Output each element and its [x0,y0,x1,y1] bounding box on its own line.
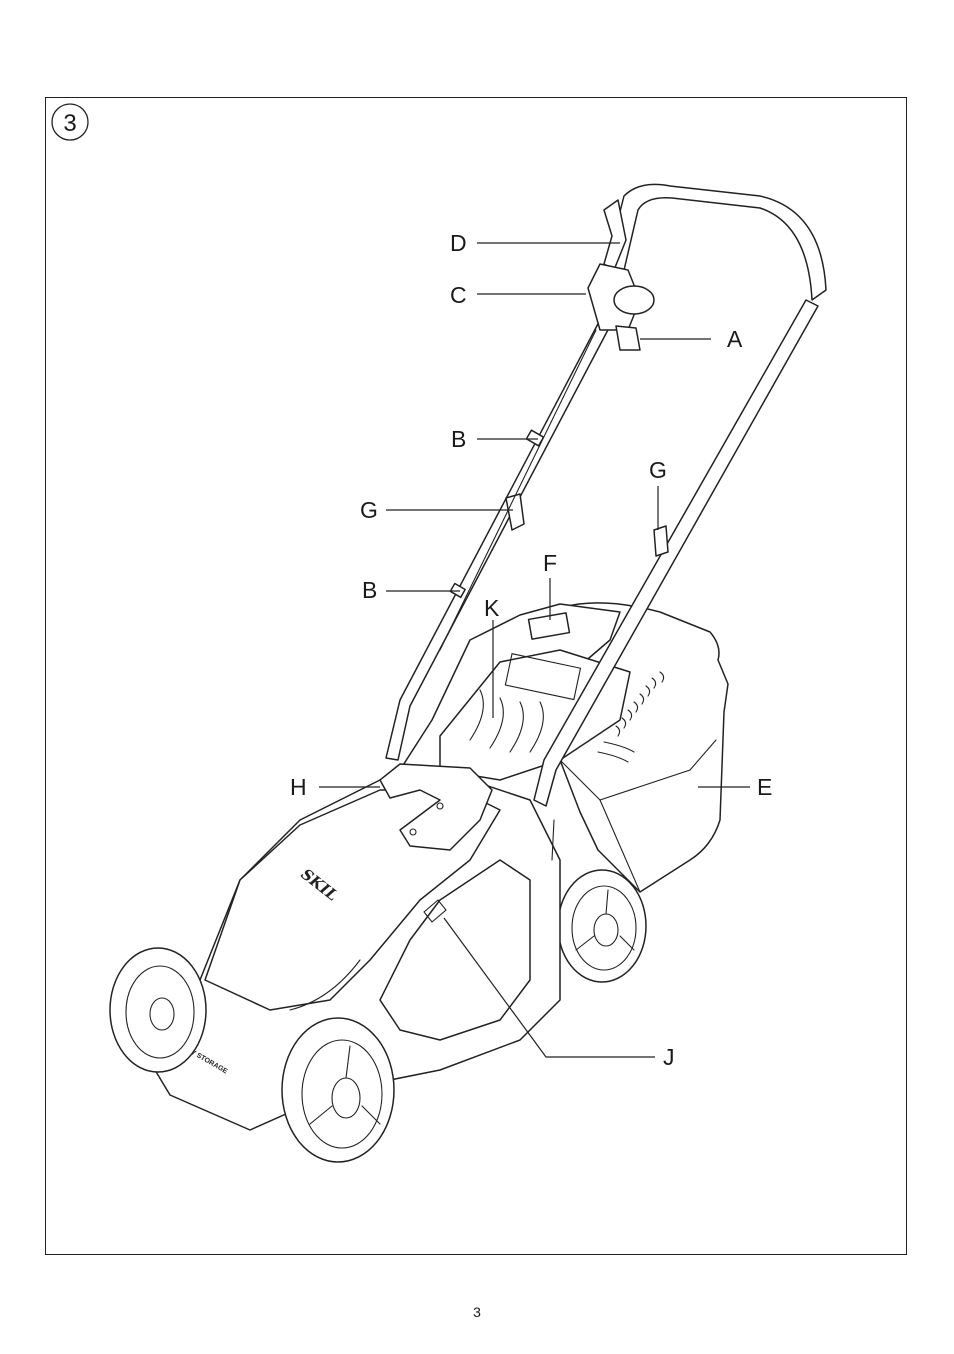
label-f: F [543,550,557,576]
page-number: 3 [0,1304,954,1320]
rear-right-wheel [558,870,646,982]
label-j: J [663,1044,675,1070]
label-a: A [727,326,743,352]
cable-hook [616,326,640,350]
label-g-left: G [360,497,378,523]
label-d: D [450,230,467,256]
label-e: E [757,774,772,800]
label-b-lower: B [362,577,377,603]
label-c: C [450,282,467,308]
label-h: H [290,774,307,800]
front-left-wheel [110,948,206,1072]
mower-deck: SKIL EASY STORAGE [155,604,630,1130]
label-g-right: G [649,457,667,483]
front-right-wheel [282,1018,394,1162]
figure-number-badge: 3 [52,104,88,140]
cable-relief [614,286,654,314]
handle-knob-left [506,494,524,530]
label-k: K [484,595,500,621]
handle-knob-right [654,526,668,556]
figure-number: 3 [63,110,76,137]
label-b-upper: B [451,426,466,452]
